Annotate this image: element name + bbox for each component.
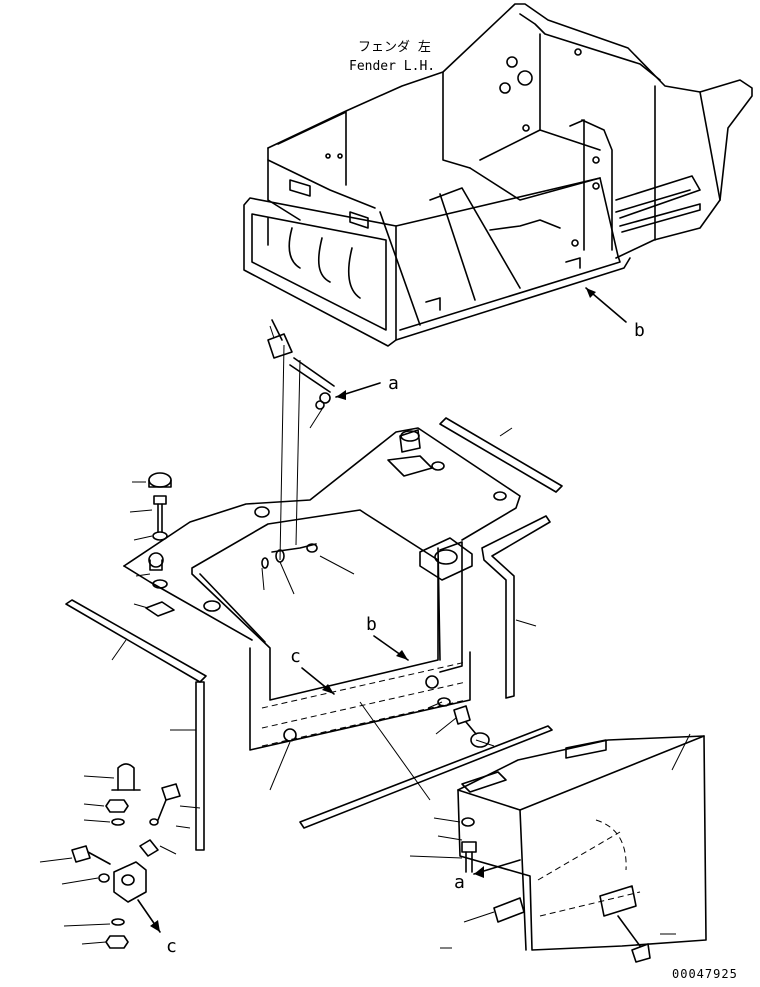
strip-left-long bbox=[65, 599, 207, 683]
title-en: Fender L.H. bbox=[349, 59, 435, 74]
drawing-number: 00047925 bbox=[672, 967, 738, 981]
cover-box bbox=[457, 735, 707, 963]
label-c-mid: c bbox=[290, 646, 301, 667]
label-b-right: b bbox=[634, 320, 645, 341]
middle-fasteners bbox=[437, 697, 490, 748]
strip-left-vertical bbox=[195, 681, 205, 851]
label-c-bottom: c bbox=[166, 936, 177, 957]
rod-assembly bbox=[267, 319, 335, 561]
left-fasteners bbox=[145, 472, 175, 617]
base-plate bbox=[123, 427, 521, 751]
bottom-left-parts bbox=[71, 763, 181, 949]
label-a-bottom: a bbox=[454, 872, 465, 893]
box-fasteners bbox=[461, 817, 477, 873]
label-a-top: a bbox=[388, 373, 399, 394]
strip-top-right bbox=[439, 417, 563, 493]
fender-assembly bbox=[243, 3, 753, 347]
label-b-mid: b bbox=[366, 614, 377, 635]
title-jp: フェンダ 左 bbox=[358, 40, 431, 55]
strip-right-vertical bbox=[481, 515, 551, 699]
strip-bottom-long bbox=[299, 725, 553, 829]
callout-leaders bbox=[39, 325, 691, 949]
